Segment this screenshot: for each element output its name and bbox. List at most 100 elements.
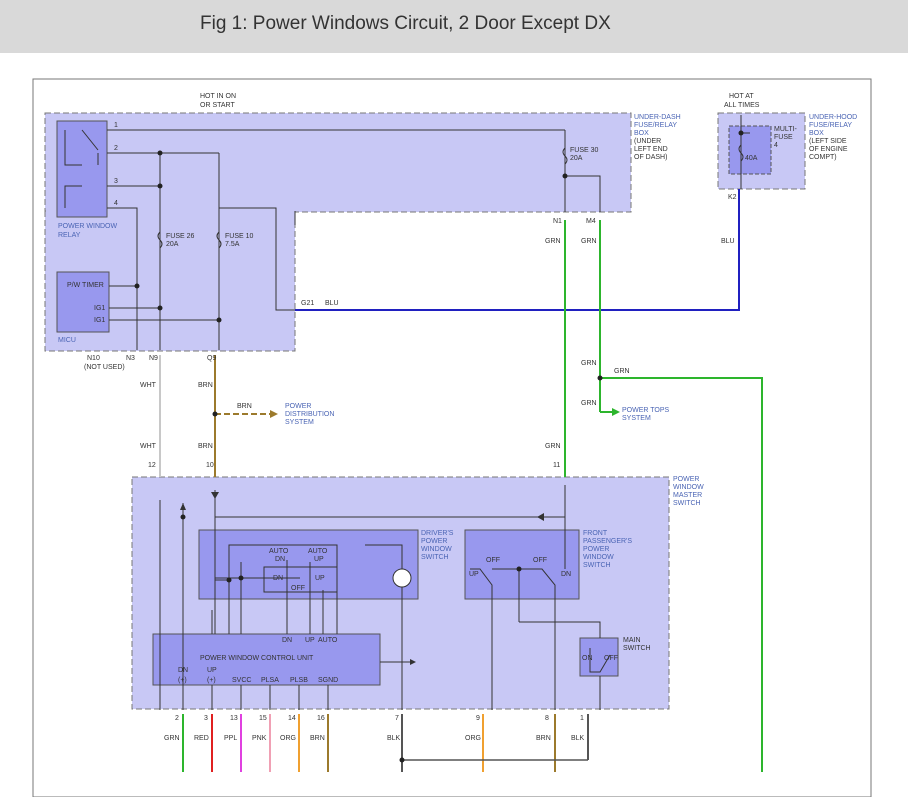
wire-color-label: BLK [571, 735, 585, 742]
passenger-switch-label-4: WINDOW [583, 554, 614, 561]
fuse-30-symbol-icon [562, 147, 568, 165]
driver-switch-label-1: DRIVER'S [421, 530, 454, 537]
passenger-switch-label-1: FRONT [583, 530, 608, 537]
m4-label: M4 [586, 218, 596, 225]
master-switch-label-1: POWER [673, 476, 699, 483]
under-dash-fuse-box [44, 112, 632, 213]
connector-12: 12 [148, 462, 156, 469]
auto-up-label-2: UP [314, 556, 324, 563]
under-hood-label-6: COMPT) [809, 154, 837, 161]
grn-label-b: GRN [581, 238, 597, 245]
brn-label-c: BRN [198, 443, 213, 450]
multi-fuse-label-1: MULTI- [774, 126, 797, 133]
power-distribution-label-1: POWER [285, 403, 311, 410]
q9-label: Q9 [207, 355, 216, 362]
control-unit-auto-label: AUTO [318, 637, 338, 644]
driver-switch-label-2: POWER [421, 538, 447, 545]
hot-at-label: HOT AT [729, 93, 754, 100]
bottom-wire-colors: GRN RED PPL PNK ORG BRN BLK ORG BRN BLK [164, 735, 585, 742]
ig1-label-b: IG1 [94, 317, 105, 324]
multi-fuse-label-3: 4 [774, 142, 778, 149]
fuse-10-label: FUSE 10 [225, 233, 254, 240]
main-switch-off-label: OFF [604, 655, 618, 662]
relay-pin-3: 3 [114, 178, 118, 185]
bottom-pin: 15 [259, 715, 267, 722]
master-switch-label-4: SWITCH [673, 500, 701, 507]
under-hood-label-2: FUSE/RELAY [809, 122, 852, 129]
grn-label-c: GRN [581, 360, 597, 367]
wht-label-b: WHT [140, 443, 157, 450]
grn-label-d: GRN [614, 368, 630, 375]
auto-dn-label-2: DN [275, 556, 285, 563]
power-distribution-arrow-icon [270, 410, 278, 418]
blu-label-b: BLU [721, 238, 735, 245]
passenger-off-label-2: OFF [533, 557, 547, 564]
pin-up-label: UP [207, 667, 217, 674]
under-dash-label-2: FUSE/RELAY [634, 122, 677, 129]
connector-11: 11 [553, 462, 560, 469]
under-dash-label-4: (UNDER [634, 138, 661, 145]
passenger-switch-label-2: PASSENGER'S [583, 538, 632, 545]
wire-color-label: PPL [224, 735, 237, 742]
relay-pin-1: 1 [114, 122, 118, 129]
pin-plsb-label: PLSB [290, 677, 308, 684]
driver-inner-switch [263, 566, 338, 593]
n3-label: N3 [126, 355, 135, 362]
under-dash-label-1: UNDER-DASH [634, 114, 681, 121]
left-arrow-icon [537, 513, 544, 521]
n10-label: N10 [87, 355, 100, 362]
wht-label-a: WHT [140, 382, 157, 389]
multi-fuse-body [728, 125, 772, 175]
pw-timer-body [56, 271, 110, 333]
bottom-pin: 14 [288, 715, 296, 722]
main-switch-body [579, 637, 619, 677]
blu-label-a: BLU [325, 300, 339, 307]
under-dash-label-5: LEFT END [634, 146, 668, 153]
relay-pin-4: 4 [114, 200, 118, 207]
multi-fuse-amp: 40A [745, 155, 758, 162]
g21-label: G21 [301, 300, 314, 307]
wire-color-label: ORG [280, 735, 296, 742]
pin-sgnd-label: SGND [318, 677, 338, 684]
control-unit-body [152, 633, 381, 686]
figure-title: Fig 1: Power Windows Circuit, 2 Door Exc… [200, 13, 611, 34]
or-start-label: OR START [200, 102, 235, 109]
hot-in-on-label: HOT IN ON [200, 93, 236, 100]
motor-symbol-icon [392, 568, 412, 588]
bottom-pin: 9 [476, 715, 480, 722]
under-dash-label-3: BOX [634, 130, 649, 137]
ig1-label-a: IG1 [94, 305, 105, 312]
relay-label-1: POWER WINDOW [58, 223, 117, 230]
power-tops-label-1: POWER TOPS [622, 407, 670, 414]
pw-timer-label: P/W TIMER [67, 282, 104, 289]
fuse-26-amp: 20A [166, 241, 179, 248]
wire-color-label: RED [194, 735, 209, 742]
under-hood-label-1: UNDER-HOOD [809, 114, 857, 121]
main-switch-on-label: ON [582, 655, 593, 662]
fuse-10-amp: 7.5A [225, 241, 240, 248]
relay-pin-2: 2 [114, 145, 118, 152]
k2-label: K2 [728, 194, 737, 201]
fuse-30-label: FUSE 30 [570, 147, 599, 154]
right-arrow-icon [410, 659, 416, 665]
passenger-switch-body [464, 529, 580, 600]
main-switch-label-1: MAIN [623, 637, 641, 644]
power-tops-label-2: SYSTEM [622, 415, 651, 422]
control-unit-up-label: UP [305, 637, 315, 644]
all-times-label: ALL TIMES [724, 102, 760, 109]
driver-switch-label-4: SWITCH [421, 554, 449, 561]
wire-color-label: BRN [536, 735, 551, 742]
driver-off-label: OFF [291, 585, 305, 592]
not-used-label: (NOT USED) [84, 364, 125, 371]
brn-label-a: BRN [198, 382, 213, 389]
pin-dn-label: DN [178, 667, 188, 674]
wire-color-label: GRN [164, 735, 180, 742]
grn-label-f: GRN [545, 443, 561, 450]
passenger-off-label-1: OFF [486, 557, 500, 564]
power-tops-arrow-icon [612, 408, 620, 416]
bottom-pin: 1 [580, 715, 584, 722]
fuse-26-label: FUSE 26 [166, 233, 195, 240]
passenger-switch-label-3: POWER [583, 546, 609, 553]
bottom-pin: 16 [317, 715, 325, 722]
